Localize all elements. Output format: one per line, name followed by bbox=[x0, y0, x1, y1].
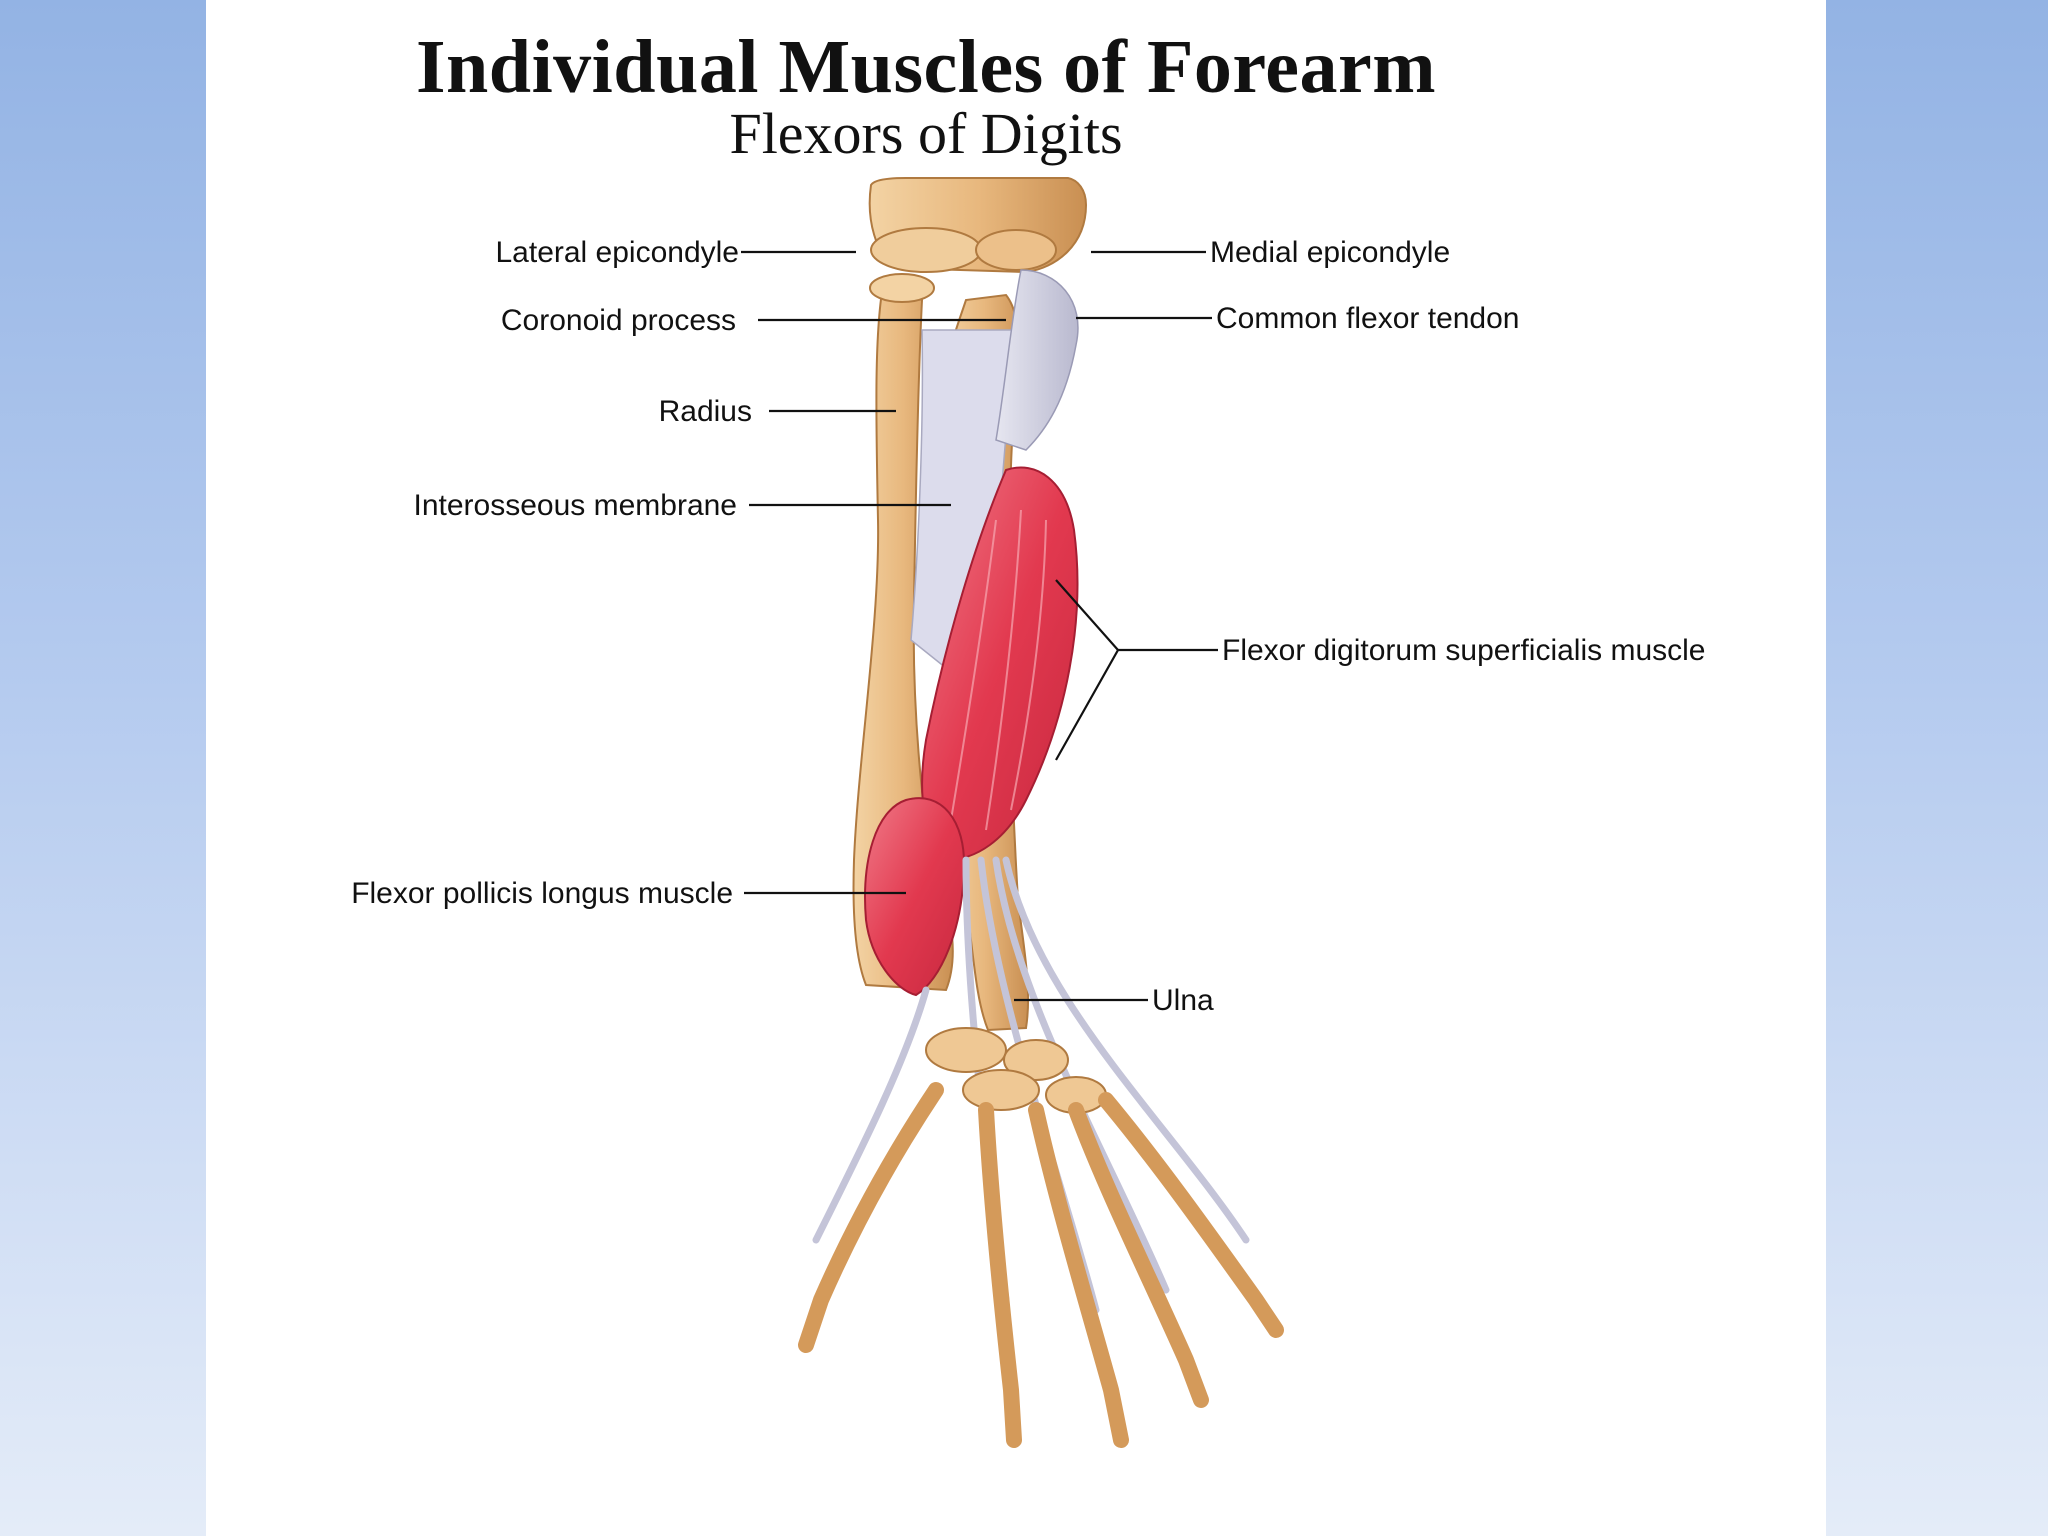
carpal-bones-illustration bbox=[925, 1027, 1107, 1114]
label-ulna: Ulna bbox=[1152, 984, 1214, 1017]
label-lateral-epicondyle: Lateral epicondyle bbox=[495, 236, 739, 269]
page-title: Individual Muscles of Forearm bbox=[415, 25, 1437, 109]
label-flexor-pollicis-longus: Flexor pollicis longus muscle bbox=[351, 877, 733, 910]
leader-lines bbox=[741, 250, 1218, 1002]
common-flexor-tendon-illustration bbox=[995, 269, 1079, 451]
flexor-pollicis-longus-illustration bbox=[864, 797, 966, 997]
label-interosseous-membrane: Interosseous membrane bbox=[414, 489, 738, 522]
label-coronoid-process: Coronoid process bbox=[501, 304, 736, 337]
label-flexor-digitorum-superficialis: Flexor digitorum superficialis muscle bbox=[1222, 634, 1706, 667]
digit-bones-illustration bbox=[798, 1082, 1284, 1448]
label-medial-epicondyle: Medial epicondyle bbox=[1210, 236, 1450, 269]
radius-bone-illustration bbox=[852, 273, 954, 992]
page-subtitle: Flexors of Digits bbox=[729, 101, 1123, 166]
forearm-diagram: Lateral epicondyle Coronoid process Radi… bbox=[351, 177, 1706, 1448]
label-radius: Radius bbox=[659, 395, 752, 428]
flexor-digitorum-superficialis-illustration bbox=[921, 466, 1079, 862]
slide-panel: Individual Muscles of Forearm Flexors of… bbox=[206, 0, 1826, 1536]
humerus-illustration bbox=[868, 177, 1088, 274]
label-common-flexor-tendon: Common flexor tendon bbox=[1216, 302, 1520, 335]
